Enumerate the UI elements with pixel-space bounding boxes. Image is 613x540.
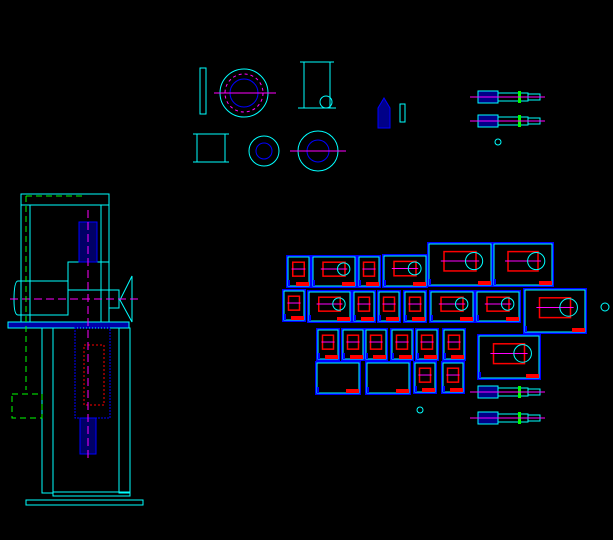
drawing-sheet[interactable] — [442, 328, 466, 361]
drawing-sheet[interactable] — [315, 361, 361, 395]
shaft-drawings — [470, 90, 545, 425]
drawing-sheet[interactable] — [523, 288, 587, 334]
drawing-sheet[interactable] — [427, 242, 493, 287]
drawing-sheet[interactable] — [415, 328, 439, 361]
drawing-sheet[interactable] — [365, 361, 411, 395]
drawing-sheet[interactable] — [307, 290, 352, 323]
hidden-lines — [11, 195, 86, 419]
shaft-drawing — [470, 411, 545, 425]
drawing-sheet[interactable] — [441, 361, 465, 394]
centerlines — [10, 210, 138, 460]
shaft-drawing — [470, 114, 545, 128]
drawing-sheet[interactable] — [311, 255, 357, 288]
drawing-sheet[interactable] — [390, 328, 414, 361]
drawing-sheet[interactable] — [429, 290, 475, 323]
drawing-sheet[interactable] — [403, 290, 427, 323]
shaft-drawing — [470, 385, 545, 399]
drawing-sheet[interactable] — [341, 328, 365, 361]
drawing-sheets — [282, 242, 587, 395]
shaft-drawing — [470, 90, 545, 104]
drawing-sheet[interactable] — [377, 290, 401, 323]
machine-assembly-elevation — [7, 193, 144, 506]
drawing-sheet[interactable] — [357, 255, 381, 288]
top-part-details — [193, 61, 406, 172]
drawing-sheet[interactable] — [477, 334, 541, 380]
drawing-sheet[interactable] — [282, 289, 306, 322]
drawing-sheet[interactable] — [286, 255, 311, 288]
drawing-sheet[interactable] — [316, 328, 340, 361]
drawing-sheet[interactable] — [382, 254, 428, 288]
drawing-sheet[interactable] — [475, 290, 521, 323]
drawing-sheet[interactable] — [492, 242, 554, 287]
drawing-sheet[interactable] — [352, 290, 376, 323]
drawing-sheet[interactable] — [413, 361, 437, 394]
small-symbols — [416, 138, 610, 414]
drawing-sheet[interactable] — [364, 328, 388, 361]
